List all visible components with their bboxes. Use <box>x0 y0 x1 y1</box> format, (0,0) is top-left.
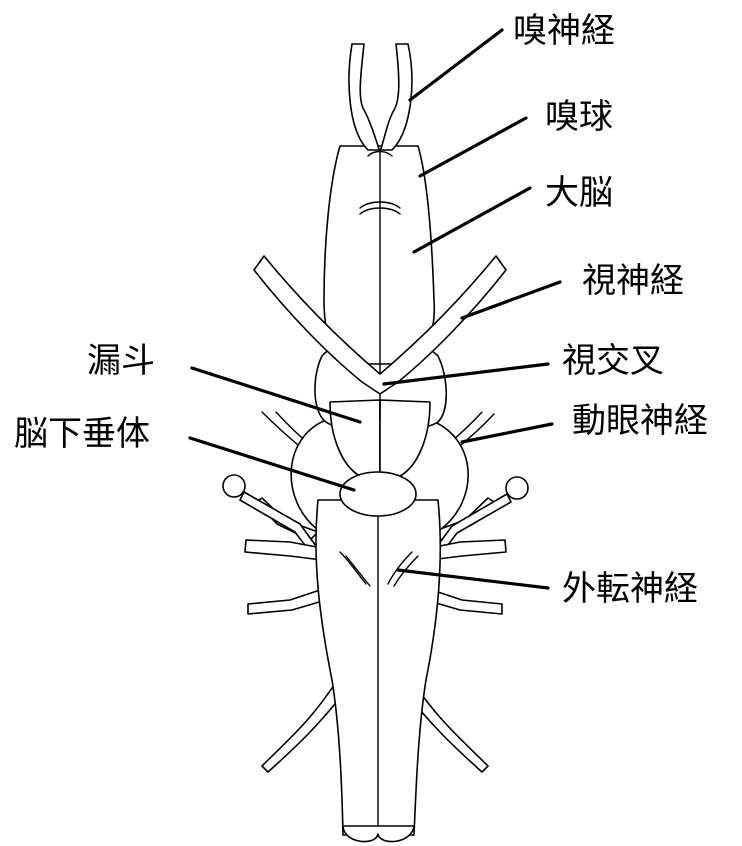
label-optic-nerve: 視神経 <box>582 261 684 301</box>
leader-olfactory-bulb <box>420 118 526 176</box>
label-infundibulum: 漏斗 <box>87 341 155 381</box>
label-olfactory-bulb: 嗅球 <box>545 97 613 137</box>
label-cerebrum: 大脳 <box>545 173 613 213</box>
brainstem <box>316 500 440 842</box>
label-oculomotor-nerve: 動眼神経 <box>572 401 708 441</box>
pituitary-gland <box>340 472 416 516</box>
label-optic-chiasm: 視交叉 <box>562 341 664 381</box>
leader-olfactory-nerve <box>410 30 502 100</box>
label-pituitary-gland: 脳下垂体 <box>14 414 150 454</box>
label-olfactory-nerve: 嗅神経 <box>513 11 615 51</box>
label-abducens-nerve: 外転神経 <box>562 569 698 609</box>
leader-cerebrum <box>414 188 530 252</box>
